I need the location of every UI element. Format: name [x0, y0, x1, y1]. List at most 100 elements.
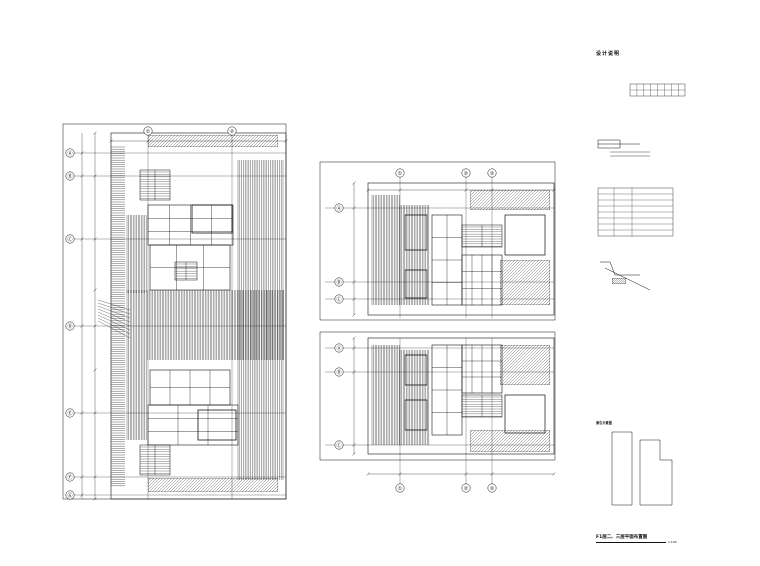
hatch-line: [470, 190, 471, 191]
rl-west-hatch: [371, 345, 400, 445]
hatch-line: [235, 478, 251, 492]
rl-col-axis-2: ②: [461, 483, 471, 493]
hatch-line: [181, 478, 197, 492]
hatch-line: [232, 478, 248, 492]
hatch-line: [538, 293, 550, 305]
hatch-line: [500, 345, 516, 361]
dimension-tick: [109, 139, 113, 143]
dimension-chain: [80, 133, 84, 499]
hatch-line: [500, 260, 507, 267]
hatch-line: [519, 354, 550, 385]
hatch-line: [470, 430, 480, 440]
hatch-line: [497, 190, 519, 210]
dimension-tick: [464, 188, 468, 192]
hatch-line: [199, 478, 215, 492]
leader-line: [97, 308, 131, 323]
dimension-tick: [366, 472, 370, 476]
hatch-line: [470, 190, 477, 197]
dimension-tick: [80, 475, 84, 479]
ru-west-hatch: [371, 195, 400, 305]
room-grid: [431, 344, 463, 436]
hatch-line: [190, 478, 206, 492]
rl-row-axis-1: Ⓐ: [334, 343, 344, 353]
hatch-line: [546, 448, 550, 452]
hatch-line: [517, 272, 550, 305]
hatch-line: [148, 135, 155, 142]
hatch-line: [522, 357, 550, 385]
design-notes: 设计说明: [596, 50, 716, 63]
hatch-line: [243, 135, 257, 147]
stair-flight: [174, 261, 198, 281]
dimension-tick: [93, 475, 97, 479]
rl-room: [404, 354, 428, 386]
hatch-line: [274, 488, 278, 492]
hatch-line: [148, 478, 152, 482]
axis-bubble: [334, 343, 344, 353]
left-corridor-hatch: [111, 146, 125, 486]
hatch-line: [541, 296, 550, 305]
hatch-line: [177, 135, 191, 147]
detail-hatch: [612, 278, 626, 284]
hatch-line: [250, 478, 266, 492]
hatch-line: [543, 445, 550, 452]
spec-table: [597, 187, 674, 237]
ru-outer-wall: [367, 182, 555, 316]
rl-row-axis-2: Ⓑ: [334, 367, 344, 377]
detail-sketch-1: [597, 139, 650, 157]
hatch-line: [148, 478, 161, 491]
hatch-line: [540, 375, 550, 385]
ru-col-axis-1: ①: [395, 168, 405, 178]
hatch-line: [477, 430, 501, 452]
hatch-line: [256, 478, 272, 492]
hatch-line: [509, 190, 531, 210]
leader-line: [97, 302, 131, 315]
axis-bubble: [65, 472, 75, 482]
sheet-title: F1层二、三层平面布置图: [596, 535, 648, 540]
detail-section: [597, 139, 640, 149]
hatch-line: [217, 478, 233, 492]
axis-bubble: [487, 168, 497, 178]
hatch-line: [261, 135, 275, 147]
hatch-line: [258, 135, 272, 147]
hatch-line: [503, 190, 525, 210]
hatch-line: [501, 345, 543, 385]
axis-bubble: [65, 234, 75, 244]
hatch-line: [500, 260, 537, 297]
hatch-line: [162, 135, 176, 147]
hatch-line: [500, 345, 534, 379]
sheet-scale: 1:100: [668, 540, 677, 544]
hatch-line: [500, 260, 513, 273]
hatch-line: [174, 135, 188, 147]
rl-room-3: [504, 394, 546, 434]
hatch-line: [470, 190, 486, 206]
ru-row-axis-1: Ⓐ: [334, 203, 344, 213]
hatch-line: [265, 479, 278, 492]
hatch-line: [508, 263, 550, 305]
hatch-line: [470, 190, 483, 203]
hatch-line: [535, 290, 550, 305]
axis-bubble: [487, 483, 497, 493]
room-grid: [149, 369, 231, 406]
left-west-hatch-2: [126, 360, 147, 440]
hatch-line: [527, 190, 549, 210]
dimension-tick: [80, 174, 84, 178]
ru-room-2: [404, 269, 428, 299]
hatch-line: [502, 260, 549, 305]
dimension-chain: [352, 181, 356, 317]
left-west-hatch: [126, 215, 147, 293]
left-main-hall-hatch: [126, 290, 284, 360]
hatch-line: [504, 345, 546, 385]
detail-section: [600, 261, 651, 291]
hatch-line: [518, 190, 540, 210]
hatch-line: [470, 430, 477, 437]
dimension-tick: [93, 411, 97, 415]
hatch-line: [539, 199, 550, 210]
rl-frame: [319, 331, 556, 461]
axis-bubble: [334, 294, 344, 304]
hatch-line: [240, 135, 254, 147]
notes-graphics: [597, 83, 686, 506]
hatch-line: [525, 360, 550, 385]
dimension-tick: [398, 472, 402, 476]
hatch-line: [548, 208, 550, 210]
hatch-line: [470, 190, 492, 210]
